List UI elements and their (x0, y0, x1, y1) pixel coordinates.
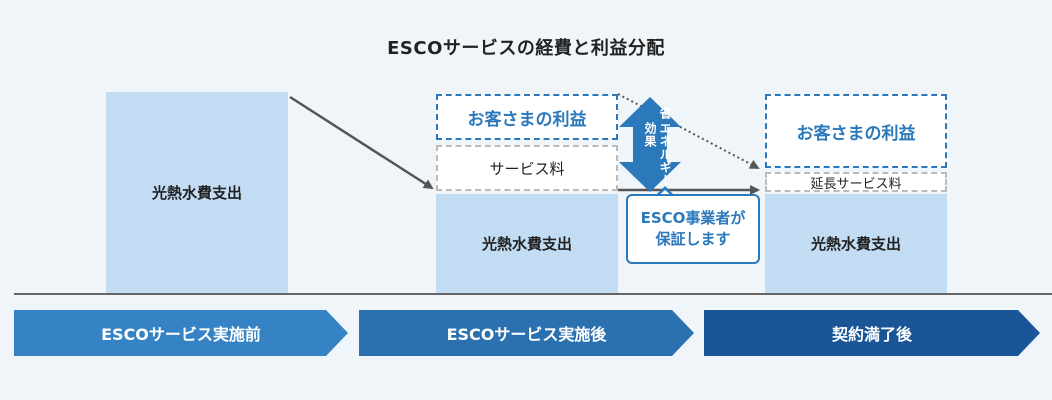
savings-double-arrow (619, 97, 681, 192)
benefit-label-expired: お客さまの利益 (796, 123, 916, 144)
phase-label-expired: 契約満了後 (831, 325, 912, 344)
customer-benefit-expired: お客さまの利益 (765, 94, 947, 168)
phase-chevron-after (359, 310, 694, 356)
benefit-label-after: お客さまの利益 (467, 109, 587, 130)
utility-label-before: 光熱水費支出 (151, 184, 242, 202)
customer-benefit-after: お客さまの利益 (436, 94, 618, 140)
service-fee-label: サービス料 (489, 159, 565, 178)
guarantee-callout: ESCO事業者が 保証します (626, 194, 760, 264)
diagram-title: ESCOサービスの経費と利益分配 (387, 38, 665, 59)
utility-bar-expired: 光熱水費支出 (765, 194, 947, 293)
extended-fee-label: 延長サービス料 (810, 176, 902, 192)
savings-label-2: エネルギー (658, 122, 672, 187)
utility-bar-after: 光熱水費支出 (436, 194, 618, 293)
savings-label-1: 省 (658, 107, 672, 120)
phase-chevron-before (14, 310, 348, 356)
baseline-divider (14, 293, 1052, 295)
utility-label-after: 光熱水費支出 (481, 235, 572, 253)
phase-label-before: ESCOサービス実施前 (101, 325, 261, 344)
guarantee-line-2: 保証します (655, 230, 731, 248)
phase-chevron-expired (704, 310, 1040, 356)
guarantee-line-1: ESCO事業者が (640, 209, 746, 227)
extended-fee-box: 延長サービス料 (765, 172, 947, 192)
phase-label-after: ESCOサービス実施後 (446, 325, 607, 344)
utility-bar-before: 光熱水費支出 (106, 92, 288, 293)
reduction-arrow-1 (289, 95, 434, 190)
service-fee-box: サービス料 (436, 145, 618, 191)
utility-label-expired: 光熱水費支出 (810, 235, 901, 253)
savings-label-3: 効果 (643, 122, 657, 148)
